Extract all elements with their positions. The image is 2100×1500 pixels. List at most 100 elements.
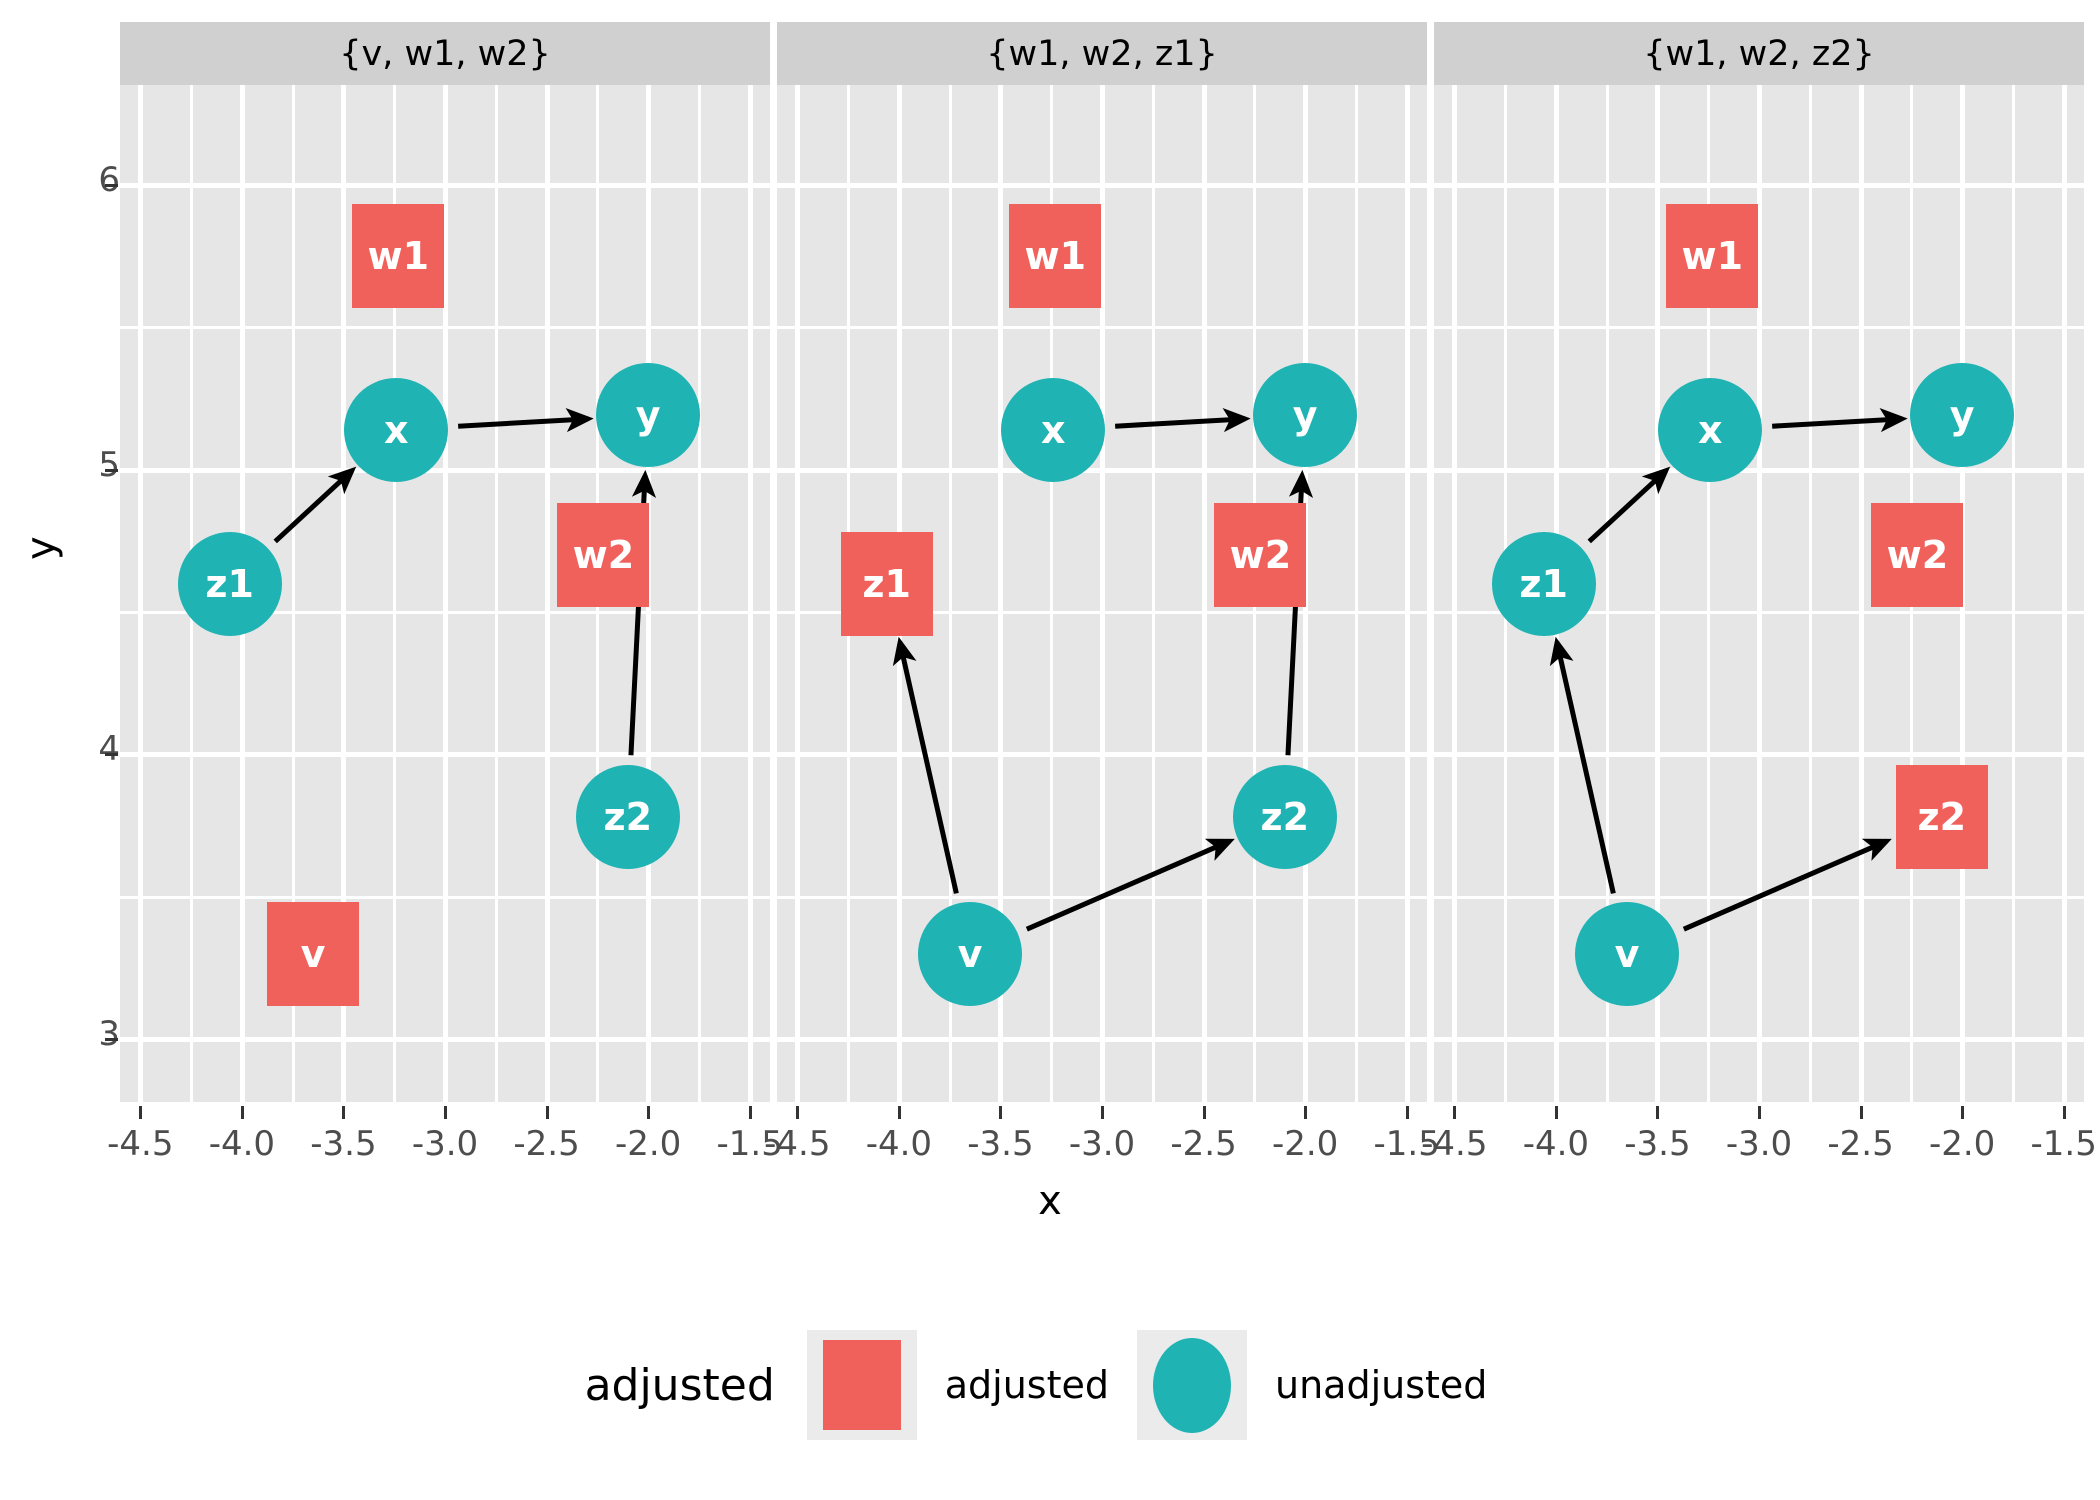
dag-node-label: z2 xyxy=(603,795,653,840)
gridline-minor-horizontal xyxy=(1434,326,2084,330)
dag-node[interactable]: w1 xyxy=(1666,203,1759,308)
dag-node-label: v xyxy=(957,931,983,976)
y-tick-mark xyxy=(105,1038,118,1042)
dag-node[interactable]: z2 xyxy=(575,765,680,870)
x-tick-label: -2.5 xyxy=(1827,1124,1894,1164)
x-tick-label: -4.0 xyxy=(865,1124,933,1164)
x-tick-label: -4.5 xyxy=(107,1124,174,1164)
gridline-minor-vertical xyxy=(393,85,397,1102)
x-tick-label: -4.5 xyxy=(1421,1124,1488,1164)
x-tick-mark xyxy=(1202,1106,1206,1119)
x-tick-label: -2.0 xyxy=(1928,1124,1996,1164)
dag-node[interactable]: y xyxy=(596,363,701,468)
x-tick-mark xyxy=(1961,1106,1965,1119)
gridline-major-horizontal xyxy=(1434,1037,2084,1043)
dag-node-label: x xyxy=(1697,407,1723,452)
dag-node[interactable]: x xyxy=(1001,377,1106,482)
x-tick-mark xyxy=(897,1106,901,1119)
gridline-minor-vertical xyxy=(1605,85,1609,1102)
dag-node[interactable]: v xyxy=(917,901,1022,1006)
gridline-minor-vertical xyxy=(291,85,295,1102)
dag-node[interactable]: w2 xyxy=(1871,503,1964,608)
gridline-minor-vertical xyxy=(1707,85,1711,1102)
gridline-major-vertical xyxy=(1757,85,1762,1102)
dag-node[interactable]: x xyxy=(1658,377,1763,482)
dag-node[interactable]: z1 xyxy=(840,531,933,636)
gridline-minor-vertical xyxy=(1151,85,1155,1102)
dag-node-label: z2 xyxy=(1917,795,1967,840)
gridline-minor-vertical xyxy=(1354,85,1358,1102)
gridline-minor-horizontal xyxy=(120,326,770,330)
facet-strip-label: {v, w1, w2} xyxy=(339,33,551,74)
legend-item[interactable]: unadjusted xyxy=(1137,1330,1515,1440)
facet-strip: {w1, w2, z2} xyxy=(1434,22,2084,85)
legend-title: adjusted xyxy=(584,1359,775,1411)
plot-panel: w1 x y z1 w2 z2 v xyxy=(777,85,1427,1102)
x-tick-mark xyxy=(1758,1106,1761,1119)
dag-edge xyxy=(1682,838,1892,932)
dag-node[interactable]: z1 xyxy=(177,531,282,636)
x-tick-mark xyxy=(2062,1106,2066,1119)
x-tick-mark xyxy=(796,1106,800,1119)
gridline-major-vertical xyxy=(998,85,1004,1102)
dag-node-label: w1 xyxy=(1024,233,1087,278)
x-tick-label: -2.5 xyxy=(513,1124,580,1164)
dag-node[interactable]: v xyxy=(266,901,359,1006)
y-tick-label: 5 xyxy=(98,444,120,485)
dag-node[interactable]: z1 xyxy=(1491,531,1596,636)
x-axis-title: x xyxy=(1038,1178,1062,1224)
dag-node[interactable]: w1 xyxy=(352,203,445,308)
dag-node[interactable]: w1 xyxy=(1009,203,1102,308)
gridline-minor-horizontal xyxy=(120,611,770,615)
legend-key xyxy=(1137,1330,1247,1440)
y-tick-label: 3 xyxy=(98,1014,120,1055)
dag-node-label: w2 xyxy=(572,533,635,578)
legend-label: unadjusted xyxy=(1275,1363,1488,1407)
unadjusted-circle-icon xyxy=(1153,1337,1231,1433)
dag-edge xyxy=(458,408,594,433)
dag-edge xyxy=(1772,408,1908,433)
facet-row: {v, w1, w2} w1 x y z1 w2 z2 v -4.5 -4.0 -3.5 -3.0 -2… xyxy=(107,22,2097,1164)
gridline-major-vertical xyxy=(795,85,801,1102)
gridline-major-horizontal xyxy=(777,752,1427,758)
dag-node[interactable]: w2 xyxy=(557,503,650,608)
x-tick-label: -1.5 xyxy=(1373,1124,1440,1164)
gridline-major-horizontal xyxy=(1434,182,2084,188)
x-tick-mark xyxy=(1554,1106,1558,1119)
gridline-major-vertical xyxy=(747,85,753,1102)
dag-node[interactable]: x xyxy=(344,377,449,482)
x-tick-mark xyxy=(139,1106,143,1119)
x-tick-label: -3.5 xyxy=(967,1124,1034,1164)
dag-node[interactable]: z2 xyxy=(1232,765,1337,870)
dag-node[interactable]: y xyxy=(1253,363,1358,468)
dag-node-label: w1 xyxy=(367,233,430,278)
x-tick-mark xyxy=(444,1106,447,1119)
dag-node-label: v xyxy=(1614,931,1640,976)
x-tick-label: -3.0 xyxy=(1068,1124,1136,1164)
gridline-minor-vertical xyxy=(494,85,498,1102)
gridline-major-horizontal xyxy=(120,752,770,758)
dag-node[interactable]: z2 xyxy=(1895,765,1988,870)
gridline-major-vertical xyxy=(1404,85,1410,1102)
x-tick-label: -4.0 xyxy=(1522,1124,1590,1164)
x-tick-mark xyxy=(240,1106,244,1119)
gridline-major-vertical xyxy=(1452,85,1458,1102)
x-axis: -4.5-4.0-3.5-3.0-2.5-2.0-1.5 xyxy=(764,1106,1440,1186)
x-tick-label: -1.5 xyxy=(2030,1124,2097,1164)
gridline-minor-vertical xyxy=(697,85,701,1102)
gridline-major-horizontal xyxy=(120,182,770,188)
dag-edge xyxy=(1549,636,1616,894)
x-tick-mark xyxy=(1101,1106,1104,1119)
dag-node[interactable]: w2 xyxy=(1214,503,1307,608)
x-tick-label: -4.5 xyxy=(764,1124,831,1164)
gridline-major-horizontal xyxy=(777,1037,1427,1043)
gridline-major-horizontal xyxy=(120,467,770,473)
legend-item[interactable]: adjusted xyxy=(806,1330,1137,1440)
plot-panel: w1 x y z1 w2 z2 v xyxy=(120,85,770,1102)
dag-node[interactable]: v xyxy=(1574,901,1679,1006)
gridline-major-vertical xyxy=(2061,85,2067,1102)
dag-node[interactable]: y xyxy=(1910,363,2015,468)
x-tick-mark xyxy=(1859,1106,1863,1119)
gridline-major-horizontal xyxy=(777,467,1427,473)
